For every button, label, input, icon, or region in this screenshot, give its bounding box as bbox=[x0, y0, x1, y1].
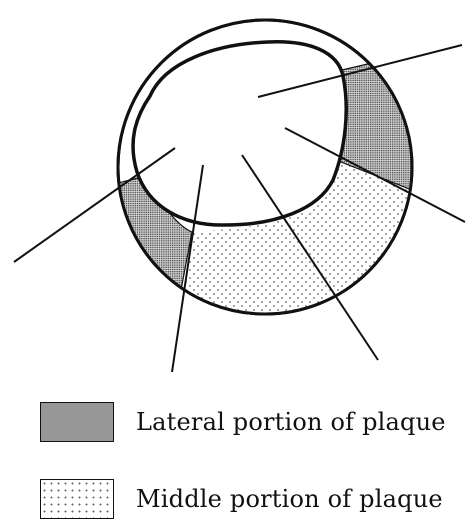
lateral-swatch bbox=[40, 402, 114, 442]
legend-item-lateral: Lateral portion of plaque bbox=[40, 402, 446, 442]
legend-item-middle: Middle portion of plaque bbox=[40, 479, 443, 519]
middle-legend-label: Middle portion of plaque bbox=[136, 485, 443, 513]
lateral-legend-label: Lateral portion of plaque bbox=[136, 408, 446, 436]
middle-swatch bbox=[40, 479, 114, 519]
